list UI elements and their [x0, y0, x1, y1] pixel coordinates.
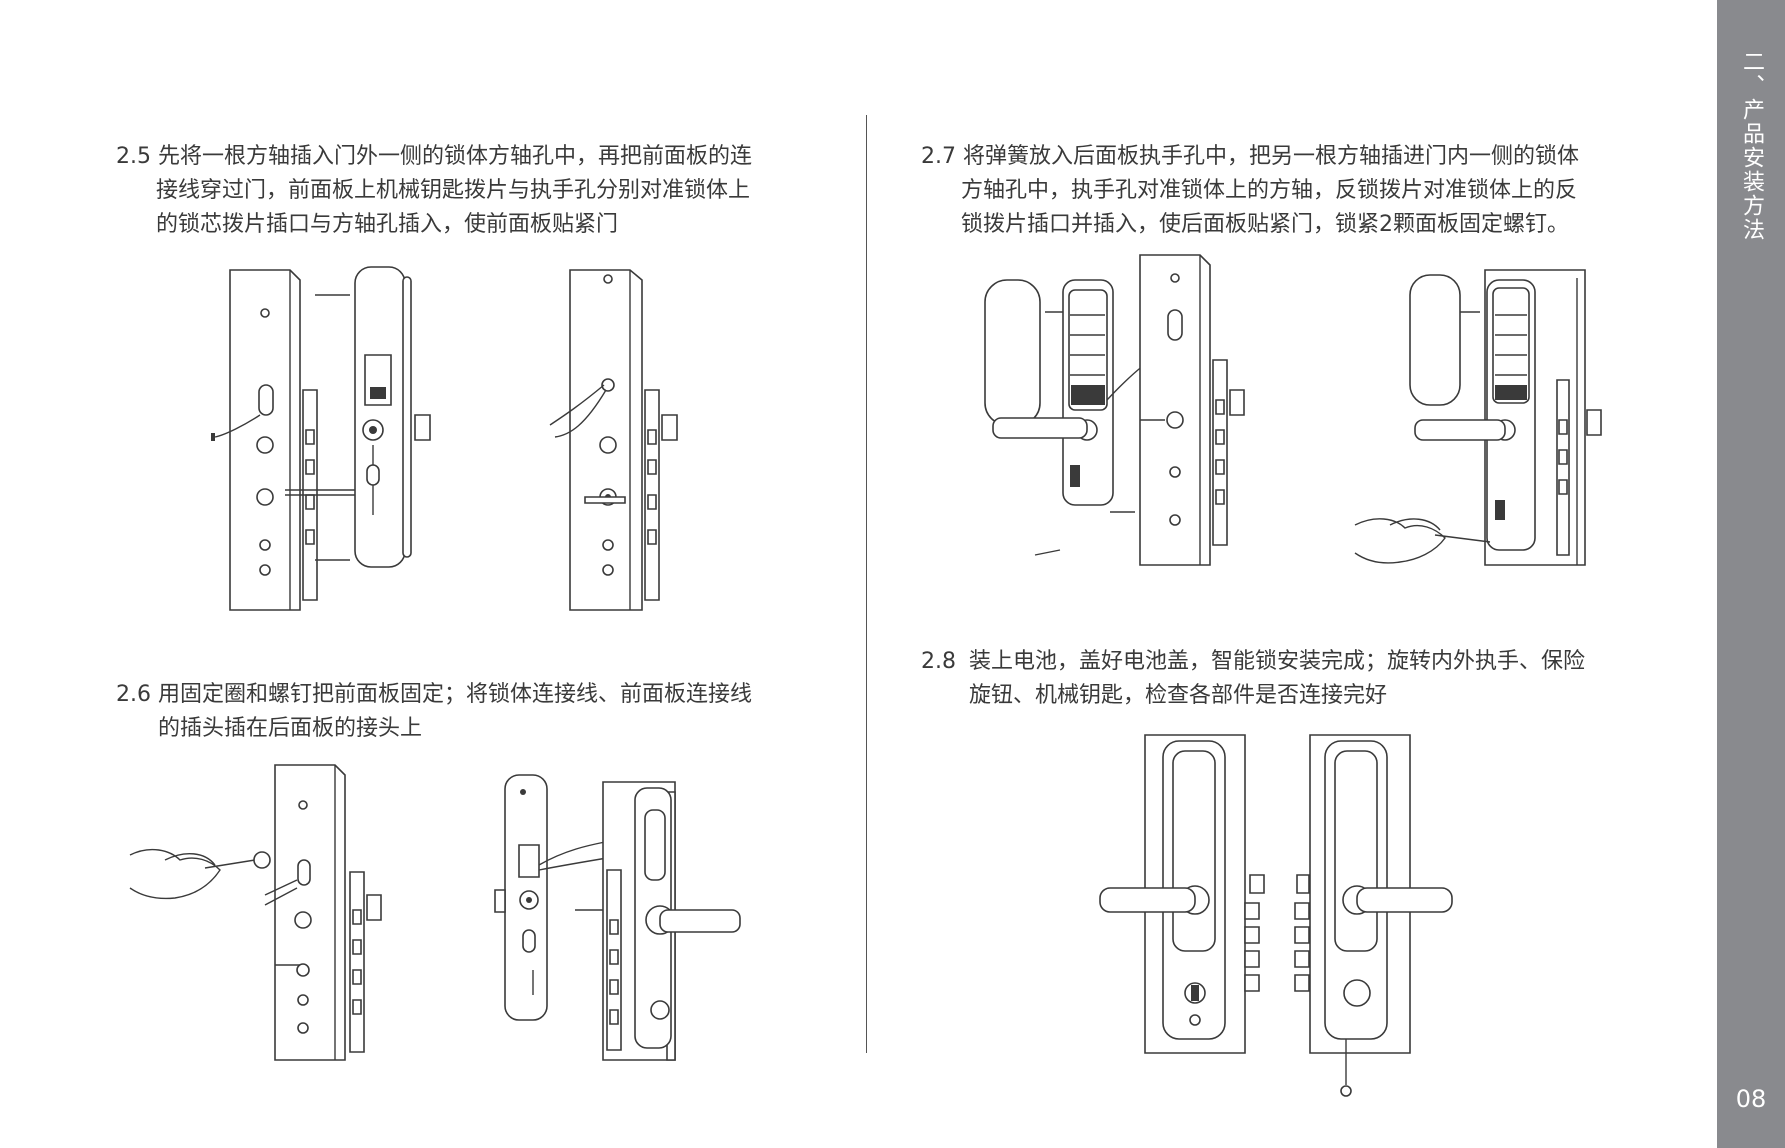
column-divider	[866, 115, 867, 1053]
page-number: 08	[1735, 1085, 1767, 1113]
step-line: 旋钮、机械钥匙，检查各部件是否连接完好	[969, 683, 1388, 708]
step-2-6: 2.6 用固定圈和螺钉把前面板固定；将锁体连接线、前面板连接线 的插头插在后面板…	[116, 678, 836, 746]
door-front-panel-fitted	[540, 265, 720, 615]
step-2-7: 2.7 将弹簧放入后面板执手孔中，把另一根方轴插进门内一侧的锁体 方轴孔中，执手…	[921, 140, 1661, 242]
step-line: 用固定圈和螺钉把前面板固定；将锁体连接线、前面板连接线	[158, 682, 753, 707]
step-line: 的锁芯拨片插口与方轴孔插入，使前面板贴紧门	[156, 212, 619, 237]
step-number: 2.8	[921, 649, 956, 674]
step-number: 2.6	[116, 682, 151, 707]
complete-lock-front-back	[1095, 735, 1455, 1100]
screwdriver-fixing-ring	[125, 760, 395, 1060]
step-number: 2.5	[116, 144, 151, 169]
step-2-8: 2.8 装上电池，盖好电池盖，智能锁安装完成；旋转内外执手、保险 旋钮、机械钥匙…	[921, 645, 1661, 713]
back-panel-screw-tightening	[1355, 270, 1605, 590]
step-line: 先将一根方轴插入门外一侧的锁体方轴孔中，再把前面板的连	[158, 144, 753, 169]
step-2-5: 2.5 先将一根方轴插入门外一侧的锁体方轴孔中，再把前面板的连 接线穿过门，前面…	[116, 140, 836, 242]
step-line: 装上电池，盖好电池盖，智能锁安装完成；旋转内外执手、保险	[969, 649, 1586, 674]
step-line: 方轴孔中，执手孔对准锁体上的方轴，反锁拨片对准锁体上的反	[961, 178, 1578, 203]
back-panel-connectors	[495, 770, 755, 1060]
chapter-sidebar	[1717, 0, 1785, 1148]
back-panel-installation	[975, 250, 1265, 570]
step-line: 锁拨片插口并插入，使后面板贴紧门，锁紧2颗面板固定螺钉。	[961, 212, 1569, 237]
step-line: 的插头插在后面板的接头上	[158, 716, 423, 741]
step-number: 2.7	[921, 144, 956, 169]
door-front-panel-insertion	[211, 265, 445, 615]
step-line: 接线穿过门，前面板上机械钥匙拨片与执手孔分别对准锁体上	[156, 178, 751, 203]
step-line: 将弹簧放入后面板执手孔中，把另一根方轴插进门内一侧的锁体	[963, 144, 1580, 169]
chapter-title: 二、产品安装方法	[1739, 50, 1764, 242]
